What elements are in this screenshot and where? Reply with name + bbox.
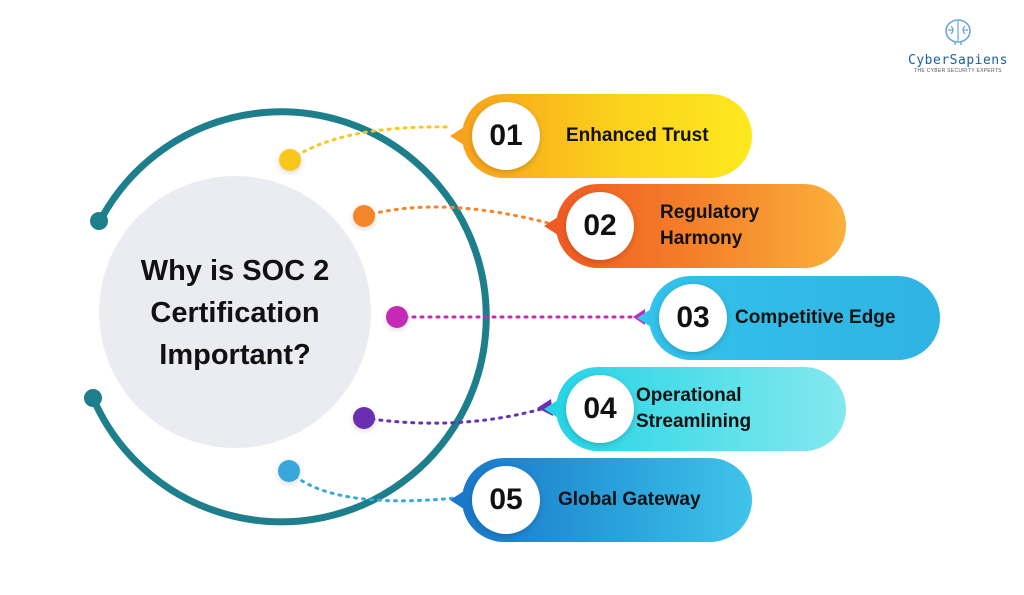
item-number-1: 01 — [472, 102, 540, 170]
item-number-5: 05 — [472, 466, 540, 534]
connector-dot-4 — [353, 407, 375, 429]
item-label-1: Enhanced Trust — [566, 94, 734, 178]
item-label-2-line-2: Harmony — [660, 228, 743, 249]
item-pill-1: 01 Enhanced Trust — [450, 94, 752, 178]
pill-pointer-5 — [450, 491, 464, 509]
outer-arc — [89, 108, 490, 526]
central-question-line-1: Why is SOC 2 — [140, 255, 330, 287]
item-label-3-line-1: Competitive Edge — [735, 307, 896, 328]
item-pill-5: 05 Global Gateway — [450, 458, 752, 542]
item-pill-3: 03 Competitive Edge — [637, 276, 940, 360]
connector-line-1 — [288, 125, 452, 162]
connector-line-4 — [362, 406, 547, 425]
item-pill-2: 02 Regulatory Harmony — [544, 184, 846, 268]
connector-dot-5 — [278, 460, 300, 482]
item-label-4: Operational Streamlining — [636, 367, 828, 451]
item-number-3: 03 — [659, 284, 727, 352]
item-label-3: Competitive Edge — [735, 276, 922, 360]
central-question-line-3: Important? — [159, 339, 311, 371]
brand-logo: CyberSapiens THE CYBER SECURITY EXPERTS — [898, 18, 1018, 74]
item-label-2: Regulatory Harmony — [660, 184, 828, 268]
connector-line-5 — [287, 469, 457, 503]
connector-dot-2 — [353, 205, 375, 227]
item-label-5-line-1: Global Gateway — [558, 489, 701, 510]
item-label-4-line-1: Operational — [636, 385, 742, 406]
item-pill-4: 04 Operational Streamlining — [544, 367, 846, 451]
connector-line-2 — [362, 205, 550, 225]
item-label-4-line-2: Streamlining — [636, 411, 752, 432]
item-number-2: 02 — [566, 192, 634, 260]
logo-brand-name: CyberSapiens — [908, 53, 1008, 68]
arc-end-bottom — [84, 389, 102, 407]
item-label-5: Global Gateway — [558, 458, 734, 542]
brain-icon — [945, 19, 971, 45]
logo-tagline: THE CYBER SECURITY EXPERTS — [914, 68, 1002, 74]
connector-dot-1 — [279, 149, 301, 171]
arc-end-top — [90, 212, 108, 230]
pill-pointer-4 — [544, 400, 558, 418]
pill-pointer-2 — [544, 217, 558, 235]
center-circle — [99, 176, 371, 448]
item-number-4: 04 — [566, 375, 634, 443]
central-question: Why is SOC 2 Certification Important? — [110, 250, 360, 376]
item-label-1-line-1: Enhanced Trust — [566, 125, 709, 146]
connector-dot-3 — [386, 306, 408, 328]
pill-pointer-3 — [637, 309, 651, 327]
central-question-line-2: Certification — [150, 297, 320, 329]
pill-pointer-1 — [450, 127, 464, 145]
item-label-2-line-1: Regulatory — [660, 202, 760, 223]
